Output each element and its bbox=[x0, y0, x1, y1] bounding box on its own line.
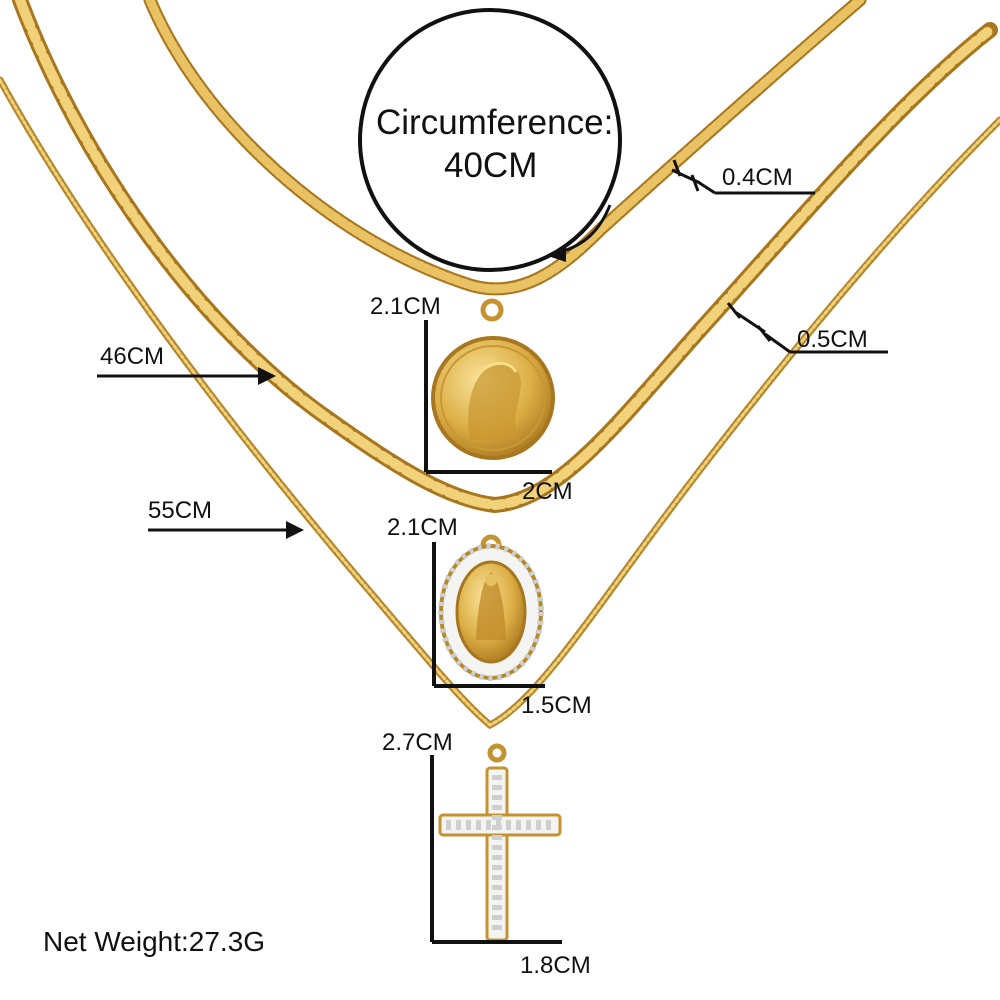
coin-dimension-lines bbox=[424, 320, 552, 474]
circumference-value: 40CM bbox=[444, 146, 538, 185]
circumference-label: Circumference: bbox=[376, 103, 614, 142]
circumference-callout bbox=[358, 8, 622, 272]
oval-dimension-lines bbox=[432, 542, 545, 688]
virgin-mary-pendant-icon bbox=[438, 534, 544, 681]
cross-height-label: 2.7CM bbox=[382, 729, 453, 756]
cross-pendant-icon bbox=[438, 743, 562, 942]
cross-width-label: 1.8CM bbox=[520, 952, 591, 979]
curb-chain bbox=[143, 0, 867, 296]
link-width-marker-small bbox=[671, 159, 815, 195]
oval-height-label: 2.1CM bbox=[387, 514, 458, 541]
coin-pendant-icon bbox=[431, 298, 555, 460]
net-weight-label: Net Weight:27.3G bbox=[43, 926, 266, 957]
link-width-large-label: 0.5CM bbox=[797, 326, 868, 353]
oval-width-label: 1.5CM bbox=[521, 692, 592, 719]
cross-dimension-lines bbox=[430, 755, 562, 944]
length-46-label: 46CM bbox=[100, 343, 165, 370]
rope-chain bbox=[0, 76, 1000, 730]
length-46-arrow bbox=[97, 367, 276, 385]
coin-width-label: 2CM bbox=[522, 478, 573, 505]
figaro-chain bbox=[12, 0, 998, 514]
link-width-marker-large bbox=[726, 302, 888, 354]
coin-height-label: 2.1CM bbox=[370, 293, 441, 320]
link-width-small-label: 0.4CM bbox=[722, 164, 793, 191]
length-55-label: 55CM bbox=[148, 497, 213, 524]
length-55-arrow bbox=[148, 521, 304, 539]
